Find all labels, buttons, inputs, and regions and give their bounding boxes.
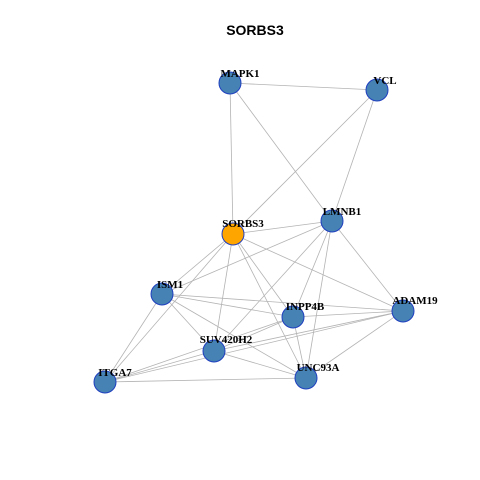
edge-itga7-unc93a: [104, 377, 307, 383]
edge-layer: [104, 82, 404, 383]
node-label-unc93a: UNC93A: [297, 362, 340, 374]
node-circle-suv420h2: [202, 339, 226, 363]
node-lmnb1: LMNB1: [320, 206, 362, 233]
edge-inpp4b-itga7: [104, 316, 294, 383]
node-circle-inpp4b: [281, 305, 305, 329]
edge-mapk1-lmnb1: [229, 82, 333, 222]
edge-mapk1-vcl: [229, 82, 378, 91]
edge-lmnb1-ism1: [161, 220, 333, 295]
edge-sorbs3-ism1: [161, 233, 234, 295]
node-circle-adam19: [391, 299, 415, 323]
node-circle-unc93a: [294, 366, 318, 390]
edge-suv420h2-itga7: [104, 350, 215, 383]
edge-ism1-unc93a: [161, 293, 307, 379]
node-label-vcl: VCL: [373, 75, 396, 87]
edge-mapk1-sorbs3: [229, 82, 234, 235]
edge-lmnb1-unc93a: [305, 220, 333, 379]
edge-lmnb1-adam19: [331, 220, 404, 312]
node-label-ism1: ISM1: [157, 279, 183, 291]
node-label-sorbs3: SORBS3: [222, 218, 264, 230]
edge-sorbs3-inpp4b: [232, 233, 294, 318]
edge-inpp4b-suv420h2: [213, 316, 294, 352]
edge-adam19-itga7: [104, 310, 404, 383]
node-label-inpp4b: INPP4B: [286, 301, 325, 313]
node-label-lmnb1: LMNB1: [323, 206, 362, 218]
edge-ism1-adam19: [161, 293, 404, 312]
node-circle-sorbs3: [221, 222, 245, 246]
node-circle-lmnb1: [320, 209, 344, 233]
edge-inpp4b-adam19: [292, 310, 404, 318]
node-unc93a: UNC93A: [294, 362, 340, 390]
node-sorbs3: SORBS3: [221, 218, 264, 246]
diagram-title: SORBS3: [226, 22, 284, 38]
edge-vcl-sorbs3: [232, 89, 378, 235]
edge-ism1-suv420h2: [161, 293, 215, 352]
edge-sorbs3-lmnb1: [232, 220, 333, 235]
node-circle-itga7: [93, 370, 117, 394]
node-circle-vcl: [365, 78, 389, 102]
node-circle-mapk1: [218, 71, 242, 95]
node-suv420h2: SUV420H2: [200, 334, 253, 363]
node-ism1: ISM1: [150, 279, 183, 306]
edge-sorbs3-adam19: [232, 233, 404, 312]
edge-lmnb1-inpp4b: [292, 220, 333, 318]
node-label-mapk1: MAPK1: [220, 68, 259, 80]
node-vcl: VCL: [365, 75, 397, 102]
edge-lmnb1-suv420h2: [213, 220, 333, 352]
node-mapk1: MAPK1: [218, 68, 260, 95]
node-adam19: ADAM19: [391, 295, 438, 323]
node-itga7: ITGA7: [93, 367, 132, 394]
edge-sorbs3-suv420h2: [213, 233, 234, 352]
edge-ism1-itga7: [104, 293, 163, 383]
node-label-adam19: ADAM19: [392, 295, 438, 307]
node-circle-ism1: [150, 282, 174, 306]
node-inpp4b: INPP4B: [281, 301, 325, 329]
edge-ism1-inpp4b: [161, 293, 294, 318]
edge-adam19-suv420h2: [213, 310, 404, 352]
edge-adam19-unc93a: [305, 310, 404, 379]
node-label-itga7: ITGA7: [98, 367, 132, 379]
edge-sorbs3-itga7: [104, 233, 234, 383]
node-label-suv420h2: SUV420H2: [200, 334, 253, 346]
edge-suv420h2-unc93a: [213, 350, 307, 379]
edge-vcl-lmnb1: [331, 89, 378, 222]
